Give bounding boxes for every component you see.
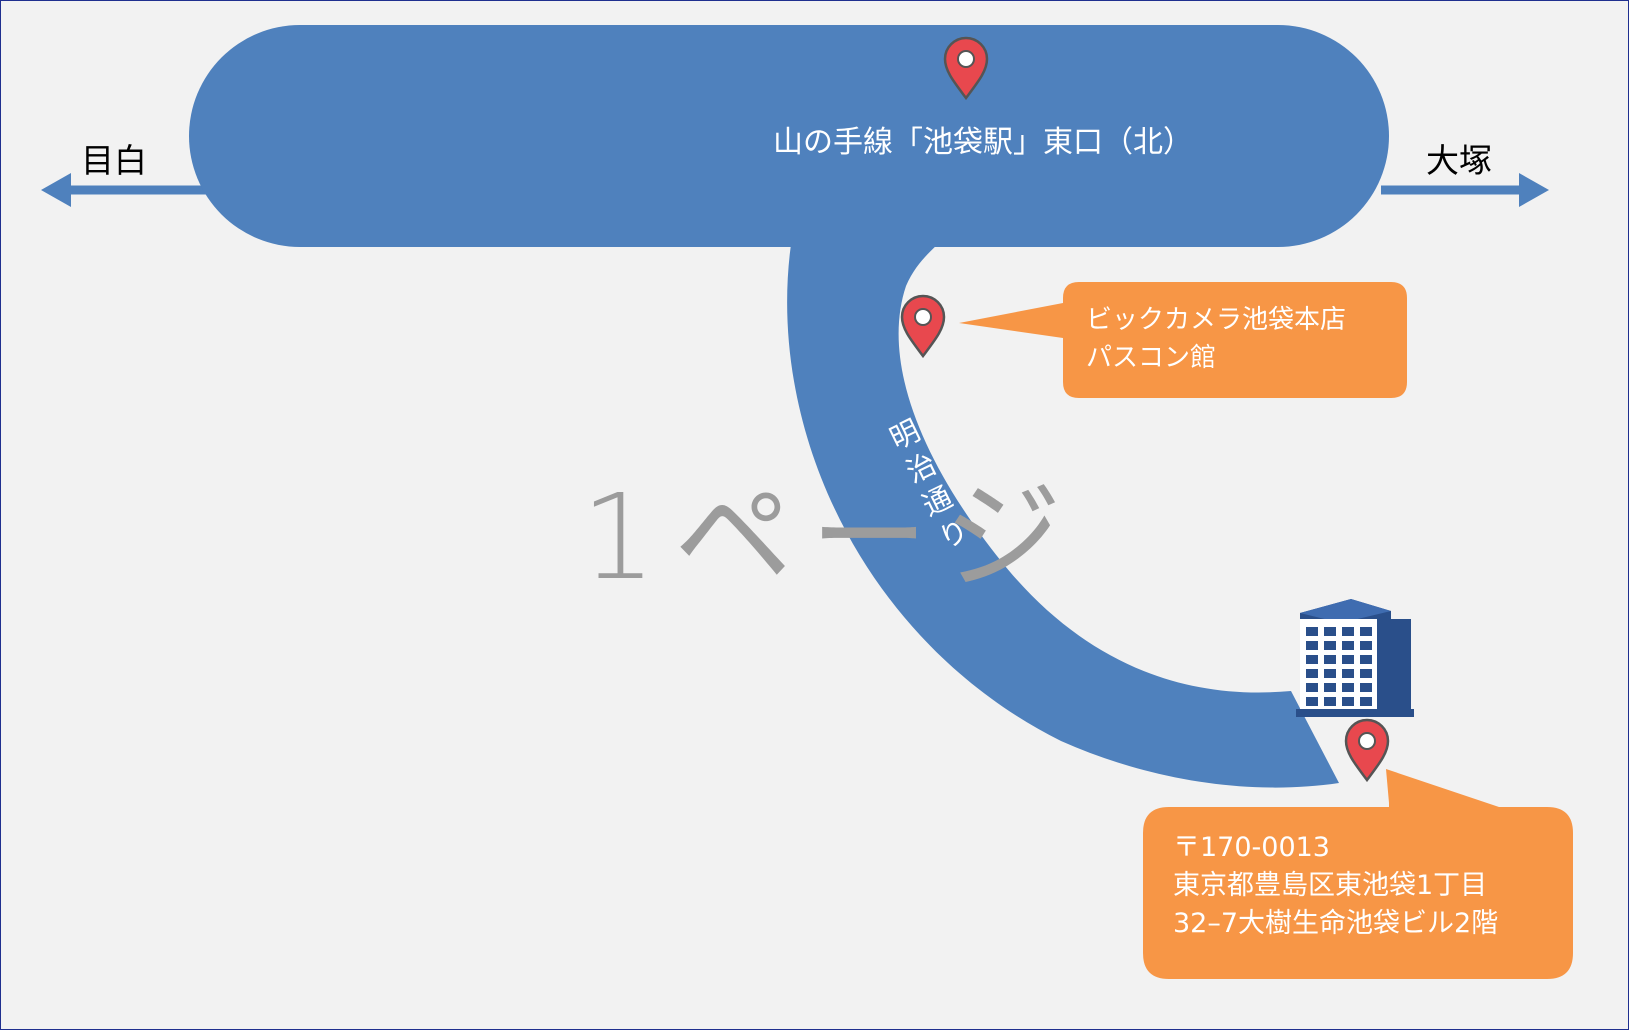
building-window xyxy=(1342,655,1354,664)
building-window xyxy=(1324,697,1336,706)
postal-code: 〒170-0013 xyxy=(1173,832,1330,863)
address-line2: 32–7大樹生命池袋ビル2階 xyxy=(1173,908,1499,939)
landmark-pin-icon xyxy=(900,294,946,359)
destination-pin-icon xyxy=(1344,718,1390,783)
building-window xyxy=(1342,641,1354,650)
landmark-name-line2: パスコン館 xyxy=(1086,343,1217,373)
station-pin-icon xyxy=(943,36,989,101)
building-window xyxy=(1360,669,1372,678)
east-direction-label: 大塚 xyxy=(1426,141,1492,180)
office-building-icon xyxy=(1296,599,1414,717)
building-window xyxy=(1324,655,1336,664)
building-window xyxy=(1360,655,1372,664)
building-window xyxy=(1324,669,1336,678)
meiji-dori-road xyxy=(787,231,1339,788)
building-window xyxy=(1342,697,1354,706)
building-window xyxy=(1342,683,1354,692)
building-window xyxy=(1360,641,1372,650)
station-band xyxy=(189,25,1389,247)
building-window xyxy=(1306,627,1318,636)
destination-callout-bubble xyxy=(1143,769,1573,979)
page-watermark: 1ページ xyxy=(581,468,1080,606)
building-window xyxy=(1306,683,1318,692)
building-window xyxy=(1306,697,1318,706)
building-window xyxy=(1306,655,1318,664)
building-window xyxy=(1324,641,1336,650)
landmark-callout-bubble xyxy=(959,282,1407,398)
building-window xyxy=(1342,669,1354,678)
building-window xyxy=(1360,627,1372,636)
station-label: 山の手線「池袋駅」東口（北） xyxy=(773,125,1193,160)
building-window xyxy=(1306,641,1318,650)
west-arrow xyxy=(41,173,211,207)
east-arrow xyxy=(1381,173,1549,207)
building-window xyxy=(1360,683,1372,692)
address-line1: 東京都豊島区東池袋1丁目 xyxy=(1173,870,1488,901)
building-window xyxy=(1324,627,1336,636)
building-window xyxy=(1324,683,1336,692)
building-window xyxy=(1342,627,1354,636)
building-window xyxy=(1360,697,1372,706)
west-direction-label: 目白 xyxy=(81,141,147,180)
building-window xyxy=(1306,669,1318,678)
landmark-name-line1: ビックカメラ池袋本店 xyxy=(1086,305,1347,335)
